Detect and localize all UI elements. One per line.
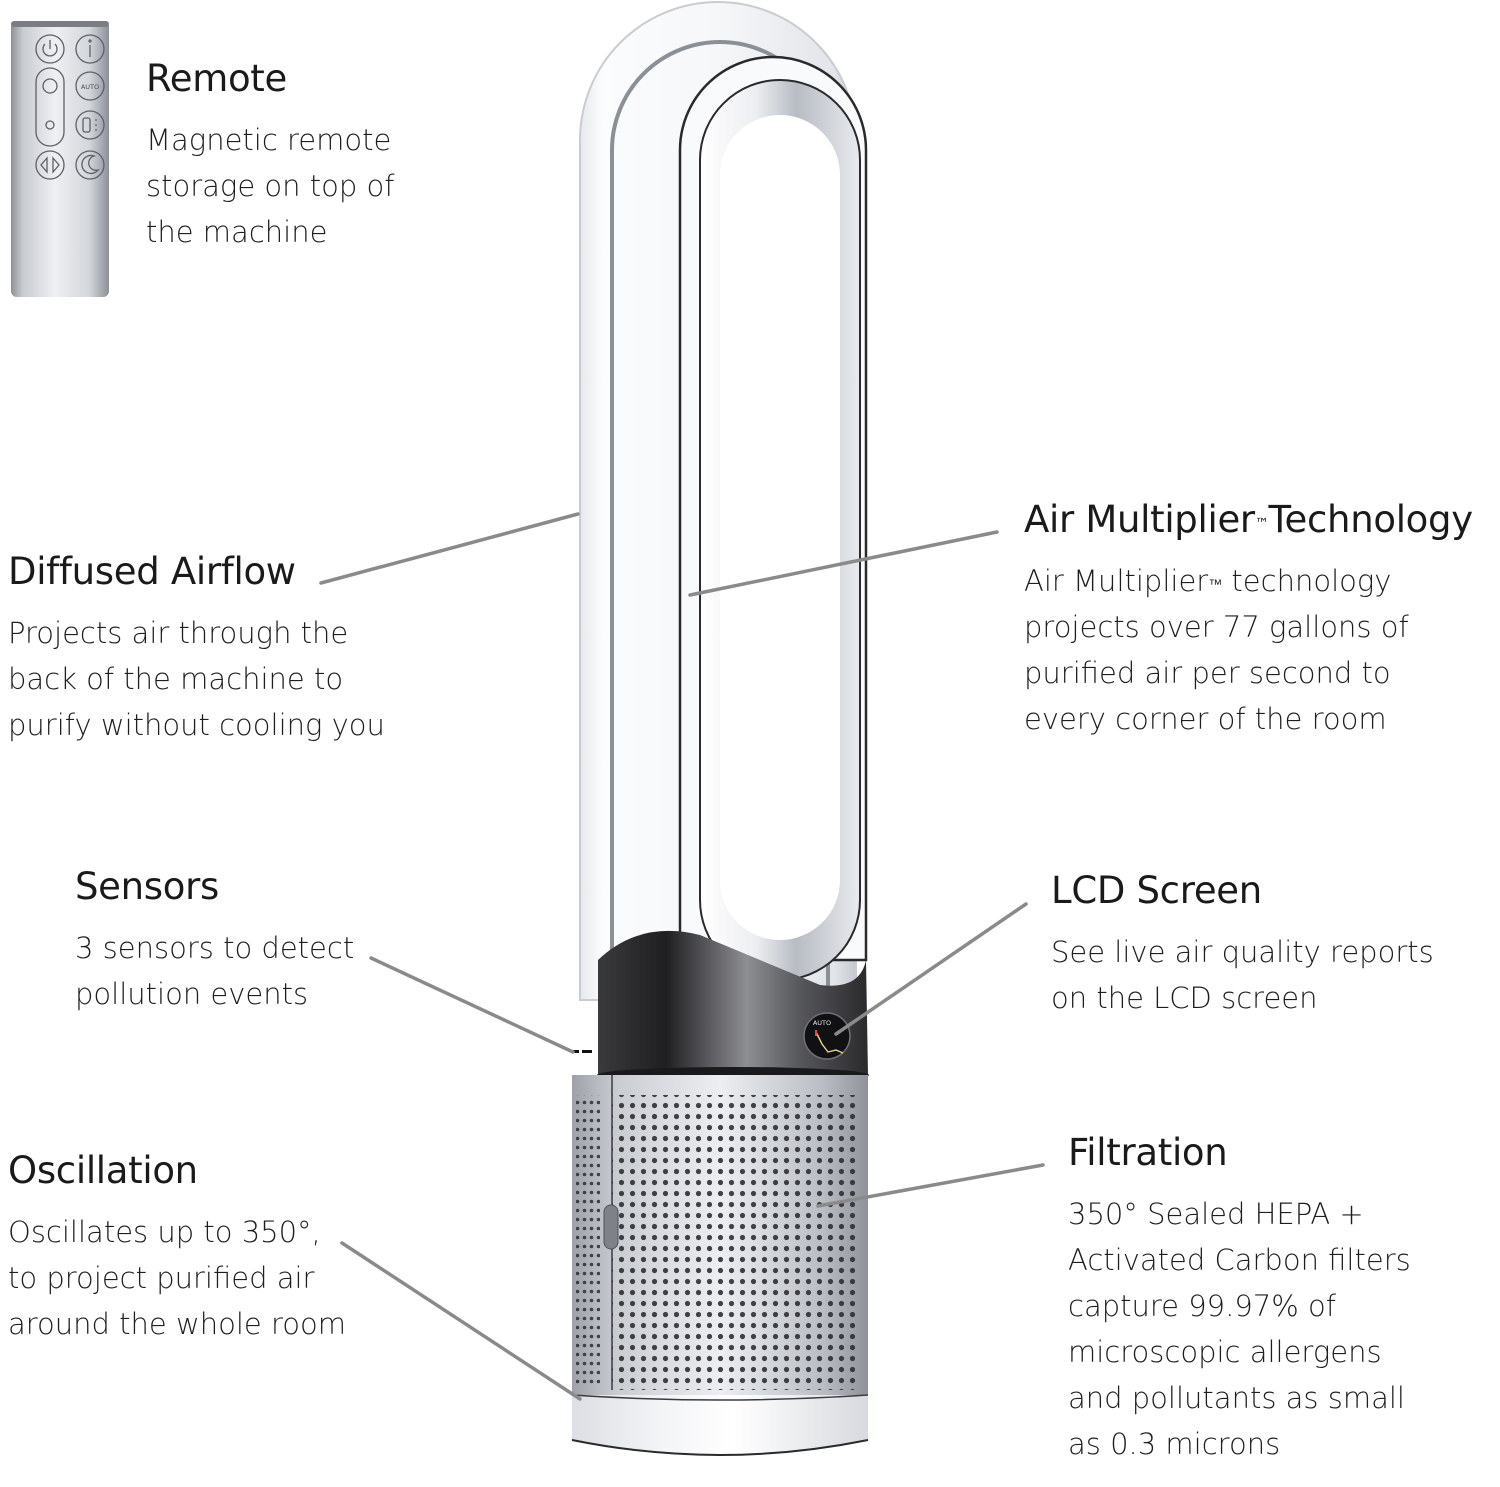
feature-description: Magnetic remote storage on top of the ma… [146, 123, 395, 249]
feature-oscillation: Oscillation Oscillates up to 350°, to pr… [8, 1149, 346, 1347]
feature-description: See live air quality reports on the LCD … [1051, 935, 1434, 1015]
feature-description: Projects air through the back of the mac… [8, 616, 385, 742]
remote-control-image: AUTO [10, 20, 110, 300]
leader-lcd-screen [834, 902, 1028, 1036]
feature-sensors: Sensors 3 sensors to detect pollution ev… [75, 865, 354, 1017]
svg-text:AUTO: AUTO [813, 1019, 831, 1027]
feature-air-multiplier: Air Multiplier™Technology Air Multiplier… [1024, 498, 1473, 742]
feature-title: Air Multiplier™Technology [1024, 498, 1473, 541]
leader-oscillation [340, 1241, 582, 1401]
oscillating-base [571, 1394, 869, 1456]
feature-lcd-screen: LCD Screen See live air quality reports … [1051, 869, 1434, 1021]
feature-title: Remote [146, 57, 287, 100]
filter-grille [572, 1075, 868, 1395]
feature-title: Oscillation [8, 1149, 198, 1192]
leader-sensors [369, 956, 575, 1054]
power-button-icon [35, 34, 65, 64]
leader-diffused-airflow [319, 512, 580, 585]
feature-filtration: Filtration 350° Sealed HEPA + Activated … [1068, 1131, 1411, 1467]
feature-description: Oscillates up to 350°, to project purifi… [8, 1215, 346, 1341]
feature-title: LCD Screen [1051, 869, 1262, 912]
info-button-icon [75, 34, 105, 64]
feature-description: 3 sensors to detect pollution events [75, 931, 355, 1011]
sensor-slot [582, 1050, 592, 1053]
feature-description: 350° Sealed HEPA + Activated Carbon filt… [1068, 1197, 1411, 1461]
leader-filtration [816, 1163, 1045, 1208]
lcd-screen: AUTO [803, 1012, 851, 1060]
feature-title: Filtration [1068, 1131, 1228, 1174]
air-multiplier-loop [579, 1, 868, 1002]
sensor-slot [573, 1050, 579, 1053]
feature-title: Diffused Airflow [8, 550, 296, 593]
leader-air-multiplier [688, 530, 999, 597]
feature-remote: Remote Magnetic remote storage on top of… [146, 57, 394, 255]
feature-diffused-airflow: Diffused Airflow Projects air through th… [8, 550, 385, 748]
svg-text:AUTO: AUTO [81, 83, 99, 91]
filter-release-button [603, 1204, 619, 1250]
feature-description: Air Multiplier™ technology projects over… [1024, 564, 1409, 736]
feature-title: Sensors [75, 865, 220, 908]
